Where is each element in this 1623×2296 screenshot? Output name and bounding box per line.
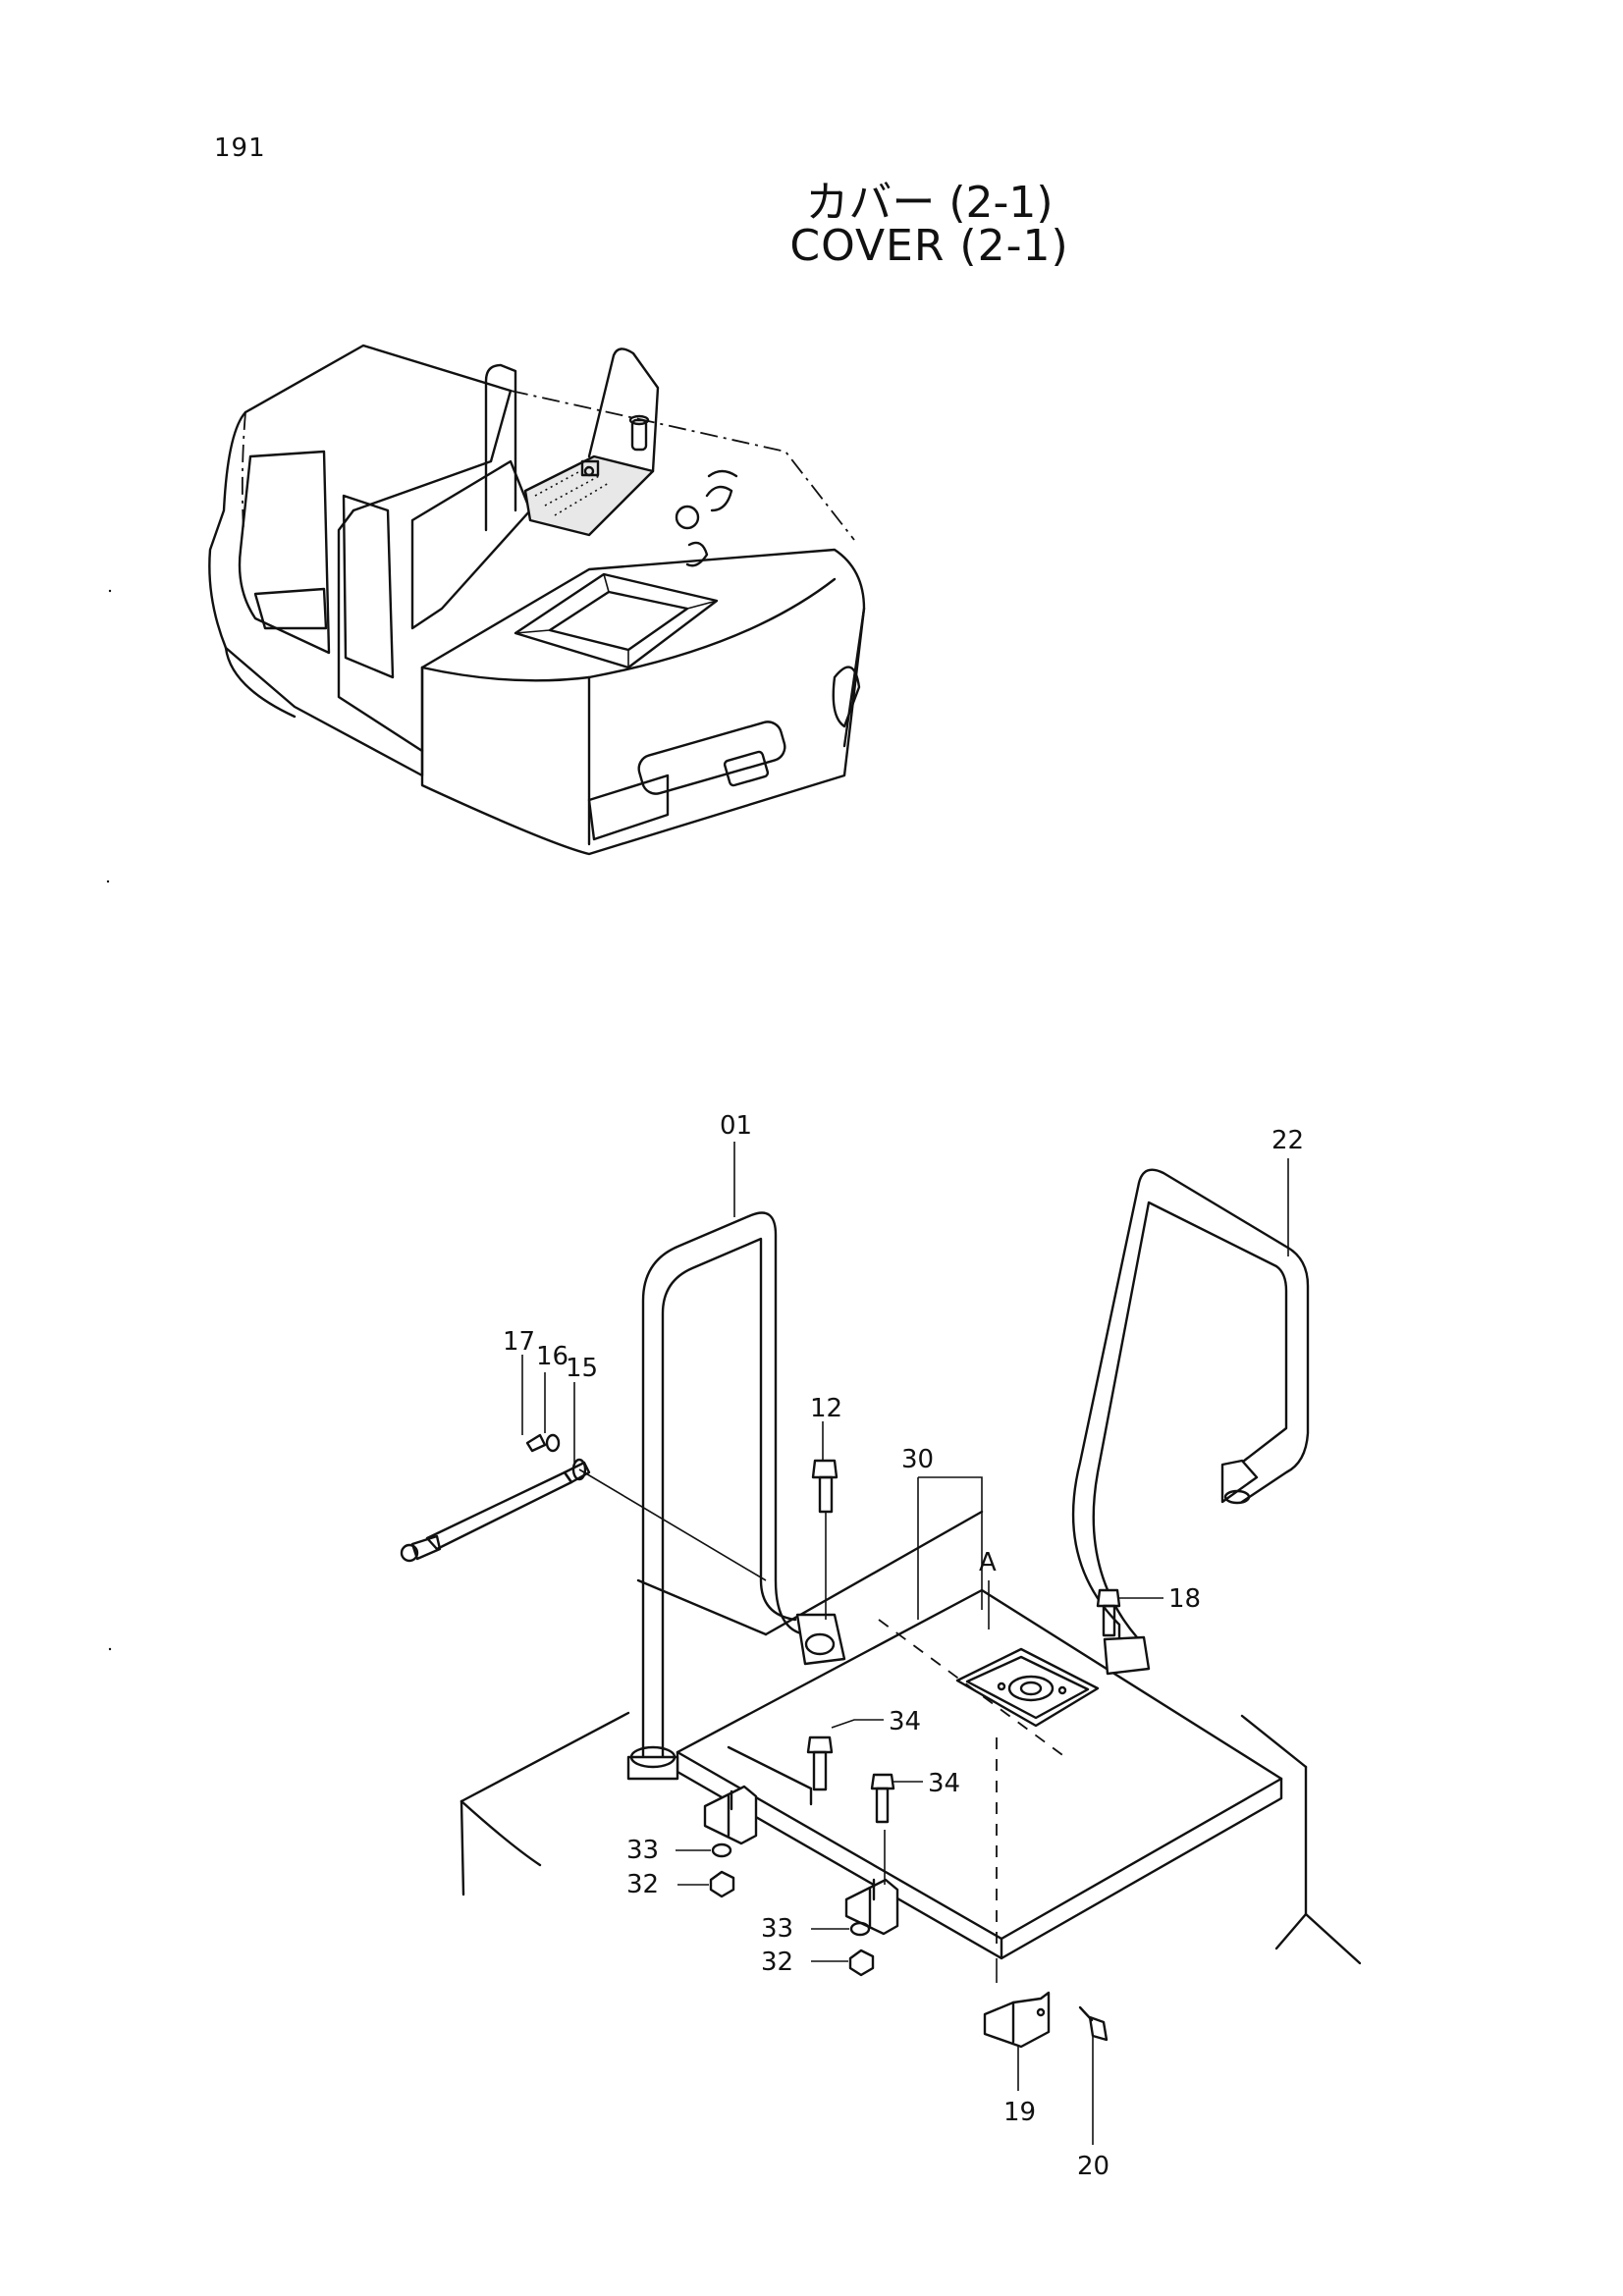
callout-19: 19 [1003,2098,1036,2127]
callout-01: 01 [720,1111,752,1141]
callout-32-right: 32 [761,1948,793,1977]
callout-12: 12 [810,1394,842,1423]
title-japanese: カバー (2-1) [805,178,1054,228]
page-number: 191 [214,133,266,163]
callout-17: 17 [503,1327,535,1357]
title-english: COVER (2-1) [789,221,1069,271]
callout-18: 18 [1168,1584,1201,1614]
callout-33-right: 33 [761,1914,793,1944]
callout-15: 15 [566,1354,598,1383]
callout-16: 16 [536,1342,568,1371]
callout-32-left: 32 [626,1870,659,1899]
callout-A: A [979,1548,997,1577]
callout-30: 30 [901,1445,934,1474]
machine-overview-illustration [208,344,866,856]
callout-34-upper: 34 [889,1707,921,1736]
callout-33-left: 33 [626,1836,659,1865]
callout-20: 20 [1077,2152,1109,2181]
callout-22: 22 [1271,1126,1304,1155]
exploded-parts-diagram [400,1142,1362,2145]
callout-34-lower: 34 [928,1769,960,1798]
